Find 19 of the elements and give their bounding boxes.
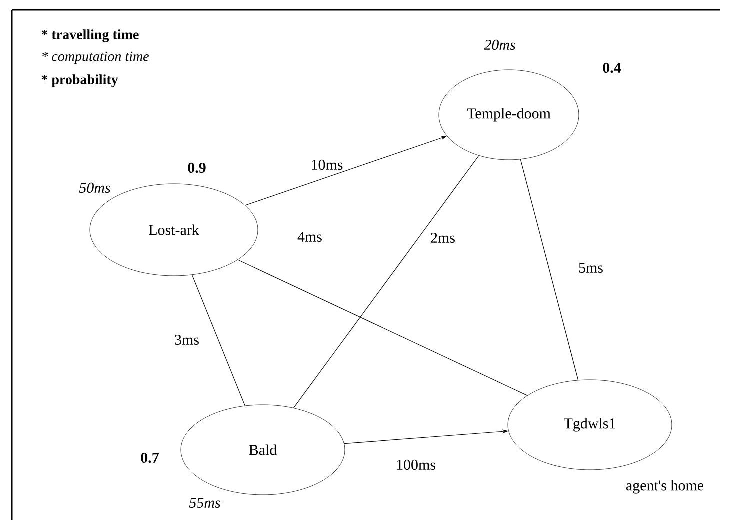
key-text: * travelling time bbox=[42, 30, 139, 42]
time-label: 55ms bbox=[189, 498, 220, 508]
key-text: * probability bbox=[42, 74, 118, 88]
time-label: 50ms bbox=[79, 182, 110, 194]
edge-label: 5ms bbox=[578, 262, 604, 274]
node-caption: agent's home bbox=[626, 480, 704, 494]
edge-label: 3ms bbox=[174, 334, 200, 346]
edge-label: 4ms bbox=[296, 230, 324, 243]
connector-line bbox=[293, 156, 480, 408]
time-label: 20ms bbox=[484, 40, 516, 50]
connector-line bbox=[520, 159, 579, 381]
edge-label: 100ms bbox=[395, 458, 437, 472]
edge-label: 2ms bbox=[430, 232, 456, 244]
key-text: * computation time bbox=[42, 52, 149, 64]
probability-label: 0.9 bbox=[188, 162, 206, 174]
connector-line bbox=[238, 260, 528, 396]
connector-line bbox=[192, 274, 246, 406]
probability-label: 0.4 bbox=[603, 62, 622, 74]
probability-label: 0.7 bbox=[141, 452, 160, 464]
